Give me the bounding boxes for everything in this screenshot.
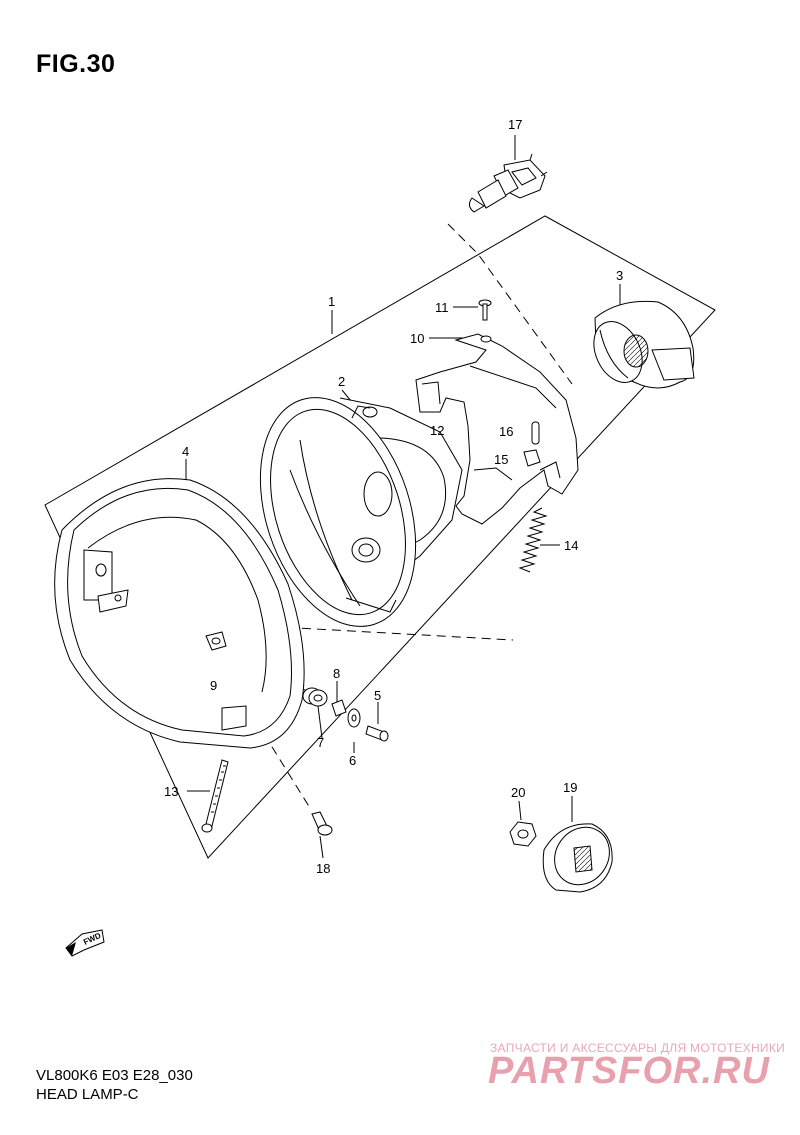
section-name: HEAD LAMP-C [36,1086,139,1103]
callout-5: 5 [374,688,381,703]
bracket-part [415,333,579,525]
grommet-part-7 [302,687,328,707]
callout-9: 9 [210,678,217,693]
watermark-tagline: ЗАПЧАСТИ И АКСЕССУАРЫ ДЛЯ МОТОТЕХНИКИ [490,1041,786,1055]
cap-part-19 [542,823,613,893]
callout-15: 15 [494,452,508,467]
callout-11: 11 [435,300,449,315]
callout-19: 19 [563,780,577,795]
watermark-brand: PARTSFOR.RU [488,1050,770,1092]
callout-13: 13 [164,784,178,799]
figure-title: FIG.30 [36,50,116,78]
clip-part-15 [523,449,541,467]
clip-part-9 [205,631,227,651]
washer-part-6 [347,708,361,728]
pin-part-16 [531,421,540,445]
callout-10: 10 [410,331,424,346]
spring-part-14 [518,507,548,573]
callout-12: 12 [430,423,444,438]
bolt-part-5 [365,725,389,742]
callout-20: 20 [511,785,525,800]
screw-part-13 [201,759,229,833]
assembly-boundary [44,215,716,859]
callout-14: 14 [564,538,578,553]
collar-part-8 [331,699,347,717]
screw-part-18 [311,811,333,836]
callout-2: 2 [338,374,345,389]
headlamp-unit-part [259,397,463,627]
nut-part-20 [509,821,537,847]
callout-4: 4 [182,444,189,459]
screw-part-11 [478,299,492,321]
callout-3: 3 [616,268,623,283]
model-code: VL800K6 E03 E28_030 [36,1067,193,1084]
callout-6: 6 [349,753,356,768]
fwd-arrow-icon: FWD [65,929,105,957]
rim-housing-part [54,478,305,749]
callout-16: 16 [499,424,513,439]
callout-18: 18 [316,861,330,876]
rubber-cover-part [593,300,695,389]
callout-7: 7 [317,735,324,750]
callout-8: 8 [333,666,340,681]
callout-1: 1 [328,294,335,309]
bulb-part [468,153,548,213]
callout-labels: 17 1 3 11 10 2 12 16 15 4 14 8 9 5 7 6 1… [164,117,623,876]
callout-17: 17 [508,117,522,132]
